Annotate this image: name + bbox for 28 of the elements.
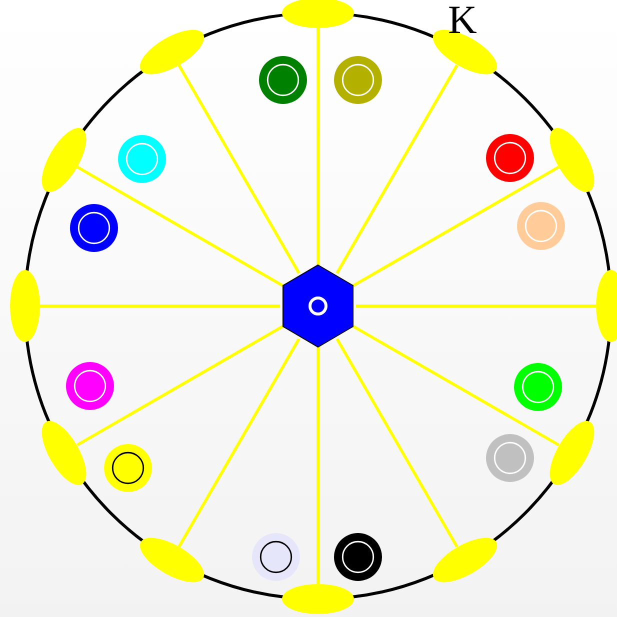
rim-ellipse [10,270,40,342]
colored-circle [486,134,534,182]
colored-circle [486,434,534,482]
spoke-line [76,324,286,446]
spoke-line [350,324,560,446]
letter-label: K [448,0,477,40]
spoke-line [76,166,286,288]
rim-ellipse [282,584,354,614]
spoke-line [316,344,320,584]
spoke-line [40,304,280,308]
colored-circle [514,363,562,411]
spoke-line [178,64,300,274]
spoke-line [178,338,300,548]
colored-circle [118,135,166,183]
colored-circle [104,444,152,492]
spoke-line [336,64,458,274]
colored-circle [334,533,382,581]
colored-circle [252,533,300,581]
colored-circle [259,56,307,104]
spoke-line [336,338,458,548]
hub-hexagon [282,264,354,348]
colored-circle [334,56,382,104]
spoke-line [316,28,320,268]
colored-circle [70,204,118,252]
colored-circle [66,362,114,410]
spoke-line [356,304,596,308]
colored-circle [517,202,565,250]
spoke-line [350,166,560,288]
